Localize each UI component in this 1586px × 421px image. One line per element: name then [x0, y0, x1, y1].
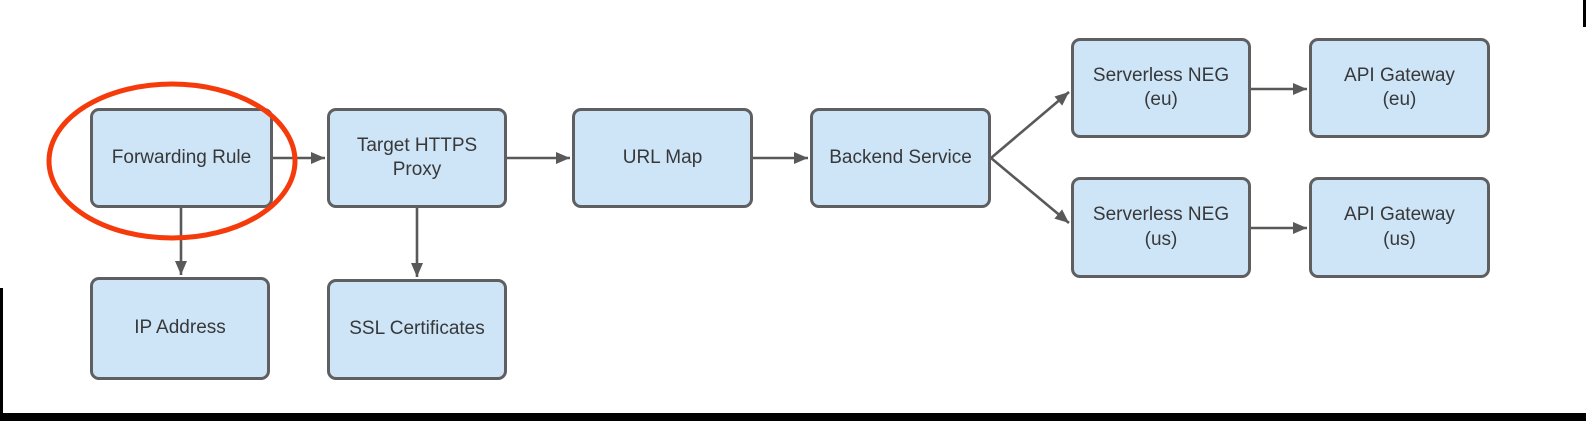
edge-backend-service-to-serverless-neg-eu — [990, 91, 1070, 159]
node-label: Forwarding Rule — [111, 146, 252, 168]
node-backend-service: Backend Service — [810, 108, 991, 208]
node-api-gateway-eu: API Gateway (eu) — [1309, 38, 1490, 138]
node-serverless-neg-eu: Serverless NEG (eu) — [1071, 38, 1251, 138]
node-serverless-neg-us: Serverless NEG (us) — [1071, 177, 1251, 278]
node-ip-address: IP Address — [90, 277, 270, 380]
node-label: Target HTTPS Proxy — [356, 134, 478, 180]
node-label: IP Address — [134, 317, 226, 339]
node-ssl-certificates: SSL Certificates — [327, 279, 507, 380]
node-label: API Gateway (eu) — [1344, 64, 1455, 110]
node-url-map: URL Map — [572, 108, 753, 208]
node-api-gateway-us: API Gateway (us) — [1309, 177, 1490, 278]
node-forwarding-rule: Forwarding Rule — [90, 108, 273, 208]
node-label: Serverless NEG (eu) — [1092, 64, 1230, 110]
node-label: SSL Certificates — [349, 318, 485, 340]
node-label: Backend Service — [829, 146, 972, 168]
edge-backend-service-to-serverless-neg-us — [990, 157, 1070, 224]
node-target-https-proxy: Target HTTPS Proxy — [327, 108, 507, 208]
node-label: URL Map — [622, 146, 703, 168]
node-label: API Gateway (us) — [1344, 204, 1455, 250]
node-label: Serverless NEG (us) — [1092, 204, 1230, 250]
